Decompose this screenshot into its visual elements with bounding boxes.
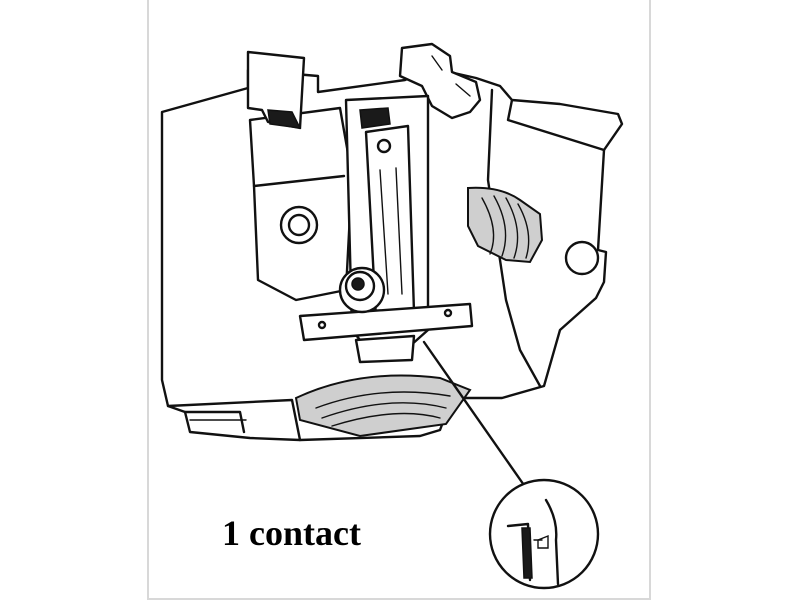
left-block-step: [252, 174, 346, 188]
housing-base-line: [183, 410, 246, 434]
inset-contact-spring: [537, 534, 549, 549]
housing-right-panel: [486, 88, 542, 388]
housing-right-edge: [506, 98, 606, 152]
lower-coil-winding-1: [315, 391, 451, 409]
housing-bottom-lip: [166, 398, 302, 442]
housing-right-hole: [564, 240, 600, 276]
coil-window-winding-2: [493, 195, 507, 257]
top-knob-detail: [431, 55, 471, 97]
inset-contact-left-shade: [521, 527, 533, 579]
coil-window-winding-1: [481, 197, 495, 255]
left-block-hole-inner: [287, 213, 311, 237]
inset-contact-right: [544, 498, 560, 586]
adjusting-nut-inner: [351, 277, 365, 291]
left-block: [248, 106, 354, 302]
left-block-hole-outer: [279, 205, 319, 245]
terminal-tab: [298, 302, 474, 342]
detail-inset: [488, 478, 600, 590]
lower-coil: [294, 374, 472, 438]
carrier-slot-shade: [359, 107, 391, 129]
arm-plate-hole: [376, 138, 392, 154]
tab-hole-left: [317, 320, 327, 330]
lower-coil-winding-3: [331, 412, 441, 427]
figure-caption: 1 contact: [222, 513, 361, 553]
lower-coil-winding-2: [321, 402, 447, 419]
arm-plate-rib-2: [395, 167, 403, 295]
top-knob: [398, 42, 482, 120]
tab-hole-right: [443, 308, 453, 318]
leader-line: [422, 340, 528, 490]
top-bracket-shade: [267, 109, 302, 129]
top-bracket: [246, 50, 306, 130]
coil-window-winding-3: [505, 197, 519, 259]
under-tab-bracket: [354, 334, 416, 364]
arm-plate-rib: [379, 169, 389, 295]
coil-window-winding-4: [517, 203, 530, 259]
